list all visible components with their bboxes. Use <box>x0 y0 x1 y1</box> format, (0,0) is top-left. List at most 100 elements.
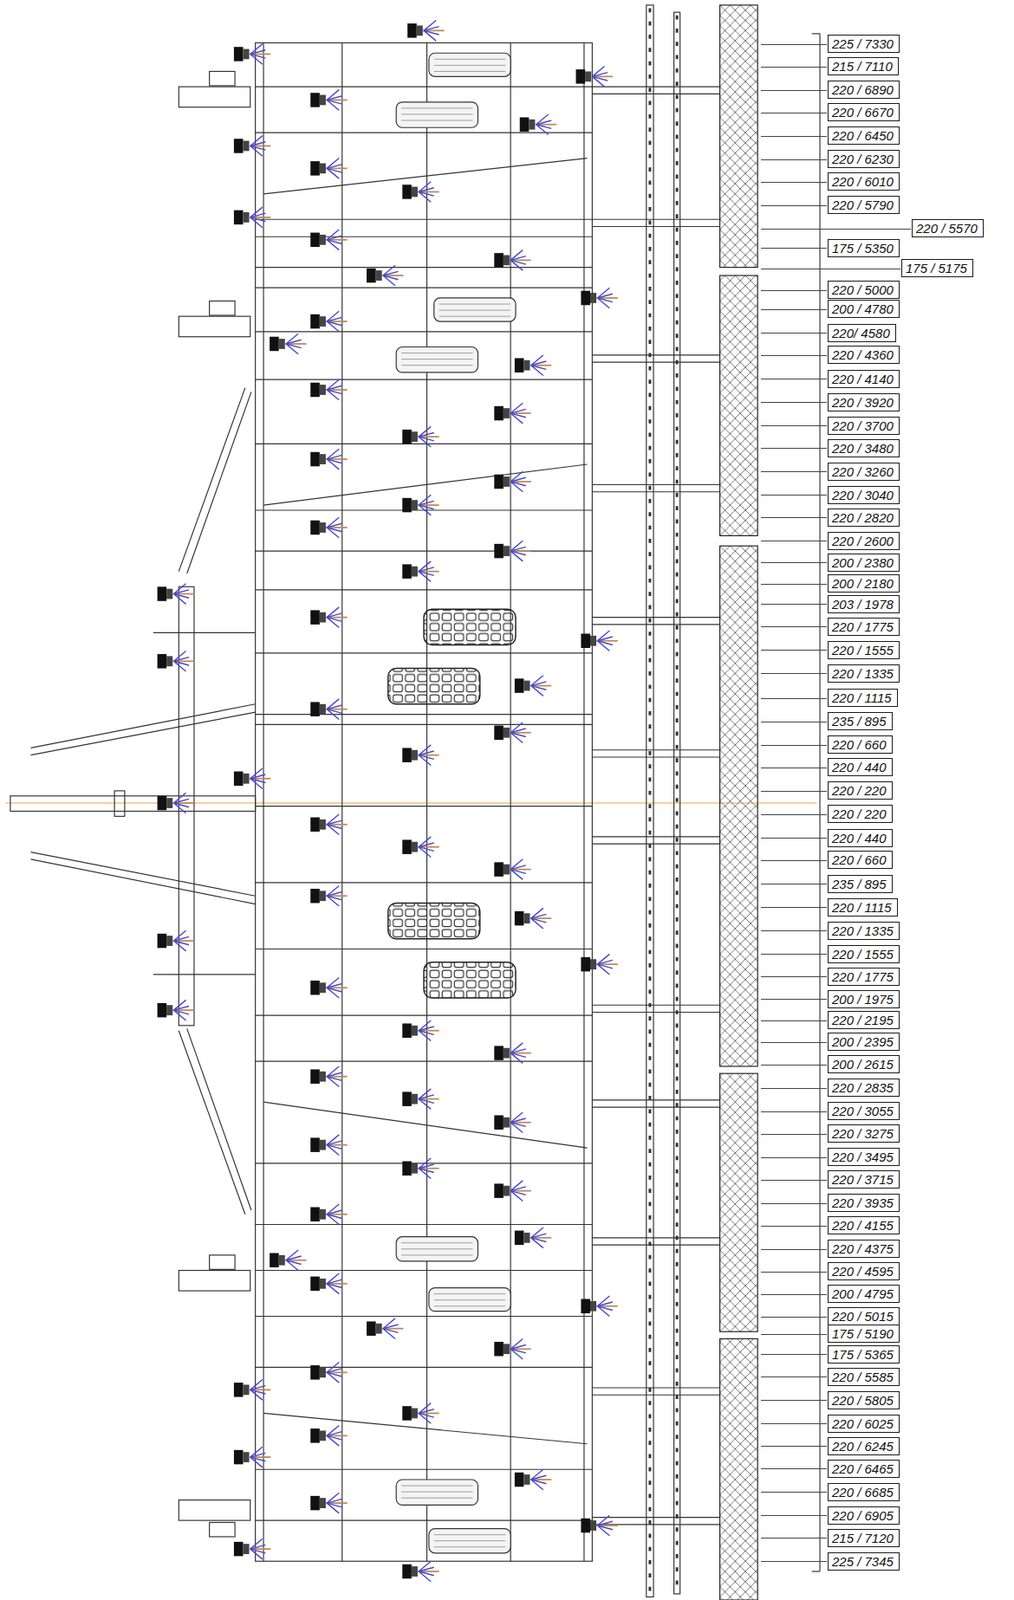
dimension-text: 220 / 5015 <box>828 1308 899 1326</box>
leader-line <box>760 182 827 183</box>
dimension-text: 220 / 440 <box>828 759 892 776</box>
leader-line <box>760 1042 827 1044</box>
dimension-box: 175 / 5365 <box>827 1345 900 1365</box>
dimension-text: 220 / 1335 <box>828 923 899 940</box>
dimension-box: 175 / 5175 <box>901 259 974 278</box>
dimension-text: 220 / 3495 <box>828 1149 899 1166</box>
leader-line <box>760 673 827 675</box>
dimension-box: 220 / 6670 <box>827 103 900 122</box>
dimension-box: 220 / 6010 <box>827 172 900 191</box>
leader-line <box>760 930 827 932</box>
dimension-text: 220/ 4580 <box>828 325 896 342</box>
dimension-box: 220 / 3920 <box>827 393 900 412</box>
leader-line <box>760 907 827 909</box>
leader-line <box>760 1538 827 1540</box>
dimension-text: 220 / 2835 <box>828 1079 899 1097</box>
leader-line <box>760 999 827 1001</box>
dimension-box: 220 / 4375 <box>827 1240 900 1259</box>
leader-line <box>760 44 827 46</box>
dimension-text: 220 / 5000 <box>828 281 899 299</box>
dimension-text: 220 / 3480 <box>828 440 899 457</box>
dimension-text: 175 / 5350 <box>828 240 899 257</box>
dimension-text: 200 / 1975 <box>828 991 899 1008</box>
dimension-text: 220 / 6450 <box>828 127 899 144</box>
leader-line <box>760 1469 827 1470</box>
leader-line <box>760 626 827 628</box>
dimension-box: 220 / 4140 <box>827 370 900 389</box>
dimension-text: 200 / 2380 <box>828 554 899 572</box>
dimension-text: 220 / 3275 <box>828 1125 899 1143</box>
leader-line <box>760 1446 827 1448</box>
dimension-box: 200 / 2380 <box>827 553 900 572</box>
dimension-text: 203 / 1978 <box>828 596 899 613</box>
dimension-box: 220 / 6685 <box>827 1483 900 1502</box>
dimension-box: 220 / 6890 <box>827 80 900 99</box>
dimension-box: 220 / 4360 <box>827 345 900 364</box>
dimension-text: 220 / 3040 <box>828 487 899 504</box>
dimension-box: 220 / 5805 <box>827 1391 900 1411</box>
dimension-box: 220 / 6245 <box>827 1437 900 1456</box>
dimension-box: 220 / 1115 <box>827 898 898 917</box>
dimension-box: 175 / 5190 <box>827 1325 900 1344</box>
dimension-box: 220 / 3700 <box>827 416 900 436</box>
leader-line <box>760 517 827 519</box>
dimension-box: 220 / 3935 <box>827 1194 900 1213</box>
dimension-text: 220 / 4595 <box>828 1263 899 1281</box>
leader-line <box>760 402 827 403</box>
leader-line <box>760 159 827 161</box>
leader-line <box>760 1020 827 1022</box>
dimension-box: 220 / 1335 <box>827 922 900 941</box>
dimension-box: 215 / 7120 <box>827 1529 900 1548</box>
dimension-text: 220 / 4360 <box>828 346 899 364</box>
dimension-text: 220 / 2600 <box>828 533 899 550</box>
dimension-box: 220 / 3260 <box>827 462 900 481</box>
dimension-text: 220 / 1775 <box>828 618 899 636</box>
dimension-text: 200 / 4795 <box>828 1286 899 1303</box>
dimension-text: 220 / 5585 <box>828 1369 899 1386</box>
dimension-text: 235 / 895 <box>828 713 892 730</box>
dimension-text: 220 / 6025 <box>828 1416 899 1433</box>
dimension-box: 200 / 4795 <box>827 1285 900 1304</box>
leader-line <box>760 1157 827 1159</box>
dimension-box: 220 / 4155 <box>827 1216 900 1235</box>
leader-line <box>760 378 827 380</box>
leader-line <box>760 1180 827 1182</box>
dimension-box: 220 / 6025 <box>827 1415 900 1434</box>
dimension-box: 220 / 6450 <box>827 126 900 145</box>
dimension-text: 220 / 5570 <box>912 220 983 237</box>
dimension-box: 220 / 5570 <box>911 219 984 238</box>
leader-line <box>760 884 827 885</box>
dimension-text: 220 / 3260 <box>828 463 899 481</box>
dimension-box: 220 / 3480 <box>827 439 900 458</box>
dimension-box: 200 / 1975 <box>827 990 900 1009</box>
dimension-box: 220 / 6465 <box>827 1460 900 1479</box>
dimension-text: 220 / 1555 <box>828 946 899 963</box>
dimension-box: 200 / 4780 <box>827 299 900 319</box>
leader-line <box>760 721 827 723</box>
dimension-box: 220 / 660 <box>827 735 893 754</box>
leader-line <box>760 838 827 839</box>
dimension-text: 200 / 4780 <box>828 300 899 318</box>
dimension-text: 220 / 6465 <box>828 1461 899 1478</box>
dimension-text: 220 / 6670 <box>828 104 899 121</box>
dimension-box: 200 / 2180 <box>827 574 900 593</box>
leader-line <box>760 1203 827 1205</box>
leader-line <box>760 90 827 91</box>
leader-line <box>760 425 827 427</box>
dimension-box: 200 / 2615 <box>827 1055 900 1074</box>
leader-line <box>760 976 827 978</box>
dimension-box: 220 / 5790 <box>827 195 900 215</box>
dimension-box: 220 / 3715 <box>827 1170 900 1190</box>
leader-line <box>760 268 901 270</box>
dimension-text: 220 / 3935 <box>828 1195 899 1212</box>
dimension-text: 220 / 220 <box>828 806 892 823</box>
dimension-box: 220 / 3495 <box>827 1148 900 1167</box>
leader-line <box>760 136 827 137</box>
dimension-box: 220 / 2600 <box>827 532 900 551</box>
dimension-box: 225 / 7345 <box>827 1553 900 1572</box>
dimension-text: 220 / 6905 <box>828 1508 899 1525</box>
dimension-text: 220 / 3920 <box>828 394 899 411</box>
dimension-text: 220 / 1115 <box>828 689 897 707</box>
leader-line <box>760 698 827 700</box>
leader-line <box>760 1334 827 1336</box>
